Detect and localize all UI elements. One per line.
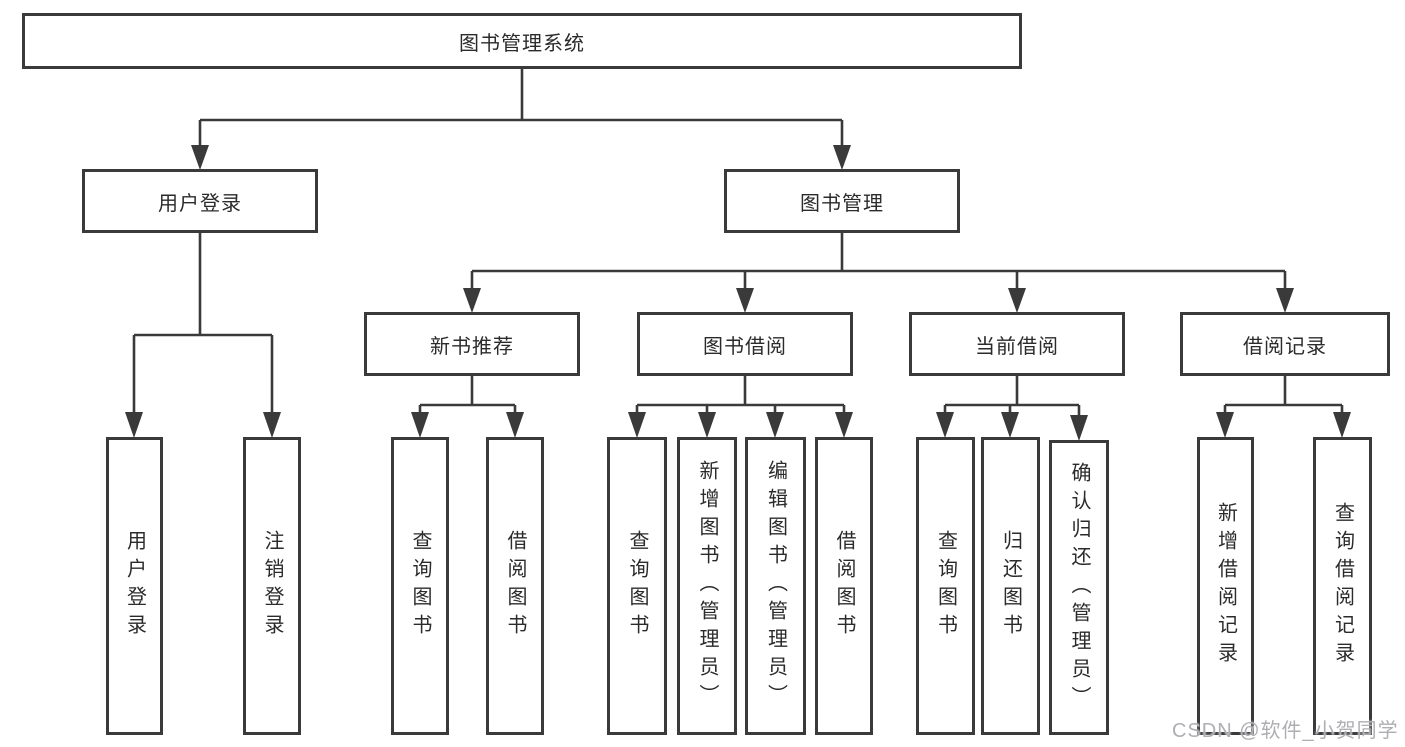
- arrowhead: [411, 412, 429, 438]
- arrowhead: [1216, 412, 1234, 438]
- connector-book-management-to-level3: [463, 233, 1294, 313]
- arrowhead: [125, 412, 143, 438]
- node-library-management-system-label: 图书管理系统: [459, 32, 585, 55]
- connector-current-borrowing-to-leaves: [936, 376, 1088, 441]
- connector-new-book-recommendation-to-leaves: [411, 376, 524, 438]
- leaf-add-borrow-record: 新增借阅记录: [1197, 437, 1254, 735]
- node-new-book-recommendation: 新书推荐: [364, 312, 580, 376]
- node-borrowing-records: 借阅记录: [1180, 312, 1390, 376]
- arrowhead: [766, 412, 784, 438]
- leaf-return-books-label: 归还图书: [999, 530, 1022, 642]
- leaf-query-books-borrowing-label: 查询图书: [626, 530, 648, 642]
- node-user-login: 用户登录: [82, 169, 318, 233]
- leaf-query-books-current: 查询图书: [916, 437, 975, 735]
- node-borrowing-records-label: 借阅记录: [1243, 335, 1327, 358]
- arrowhead: [191, 145, 209, 170]
- node-book-management: 图书管理: [724, 169, 960, 233]
- arrowhead: [1001, 412, 1019, 438]
- arrowhead: [463, 288, 481, 313]
- arrowhead: [1008, 288, 1026, 313]
- arrowhead: [1276, 288, 1294, 313]
- node-book-management-label: 图书管理: [800, 192, 884, 215]
- arrowhead: [698, 412, 716, 438]
- leaf-edit-books-admin-label: 编辑图书（管理员）: [764, 460, 787, 712]
- leaf-query-books-recommend: 查询图书: [391, 437, 449, 735]
- node-current-borrowing-label: 当前借阅: [975, 335, 1059, 358]
- arrowhead: [1070, 415, 1088, 441]
- leaf-add-books-admin-label: 新增图书（管理员）: [696, 460, 718, 712]
- leaf-logout-label: 注销登录: [261, 530, 283, 642]
- leaf-add-books-admin: 新增图书（管理员）: [677, 437, 737, 735]
- leaf-logout: 注销登录: [243, 437, 301, 735]
- leaf-add-borrow-record-label: 新增借阅记录: [1214, 502, 1237, 670]
- leaf-query-books-recommend-label: 查询图书: [409, 530, 431, 642]
- leaf-return-books: 归还图书: [981, 437, 1040, 735]
- connector-borrowing-records-to-leaves: [1216, 376, 1351, 438]
- leaf-borrow-books-label: 借阅图书: [833, 530, 855, 642]
- node-user-login-label: 用户登录: [158, 192, 242, 215]
- leaf-query-borrow-record: 查询借阅记录: [1313, 437, 1372, 735]
- node-book-borrowing-label: 图书借阅: [703, 335, 787, 358]
- leaf-borrow-books-recommend-label: 借阅图书: [504, 530, 526, 642]
- connector-book-borrowing-to-leaves: [628, 376, 853, 438]
- leaf-edit-books-admin: 编辑图书（管理员）: [745, 437, 806, 735]
- arrowhead: [628, 412, 646, 438]
- node-new-book-recommendation-label: 新书推荐: [430, 335, 514, 358]
- node-book-borrowing: 图书借阅: [637, 312, 853, 376]
- leaf-query-borrow-record-label: 查询借阅记录: [1331, 502, 1354, 670]
- leaf-confirm-return-admin: 确认归还（管理员）: [1049, 440, 1109, 735]
- connector-user-login-to-leaves: [125, 233, 281, 438]
- arrowhead: [835, 412, 853, 438]
- arrowhead: [736, 288, 754, 313]
- node-current-borrowing: 当前借阅: [909, 312, 1125, 376]
- connector-root-to-level2: [191, 69, 851, 170]
- arrowhead: [506, 412, 524, 438]
- arrowhead: [833, 145, 851, 170]
- leaf-borrow-books-recommend: 借阅图书: [486, 437, 544, 735]
- leaf-borrow-books: 借阅图书: [815, 437, 873, 735]
- leaf-confirm-return-admin-label: 确认归还（管理员）: [1068, 461, 1090, 714]
- arrowhead: [936, 412, 954, 438]
- leaf-user-login-label: 用户登录: [123, 530, 146, 642]
- leaf-query-books-current-label: 查询图书: [934, 530, 957, 642]
- leaf-query-books-borrowing: 查询图书: [607, 437, 667, 735]
- leaf-user-login: 用户登录: [106, 437, 163, 735]
- arrowhead: [1333, 412, 1351, 438]
- node-library-management-system: 图书管理系统: [22, 13, 1022, 69]
- arrowhead: [263, 412, 281, 438]
- watermark-text: CSDN @软件_小贺同学: [1172, 720, 1399, 742]
